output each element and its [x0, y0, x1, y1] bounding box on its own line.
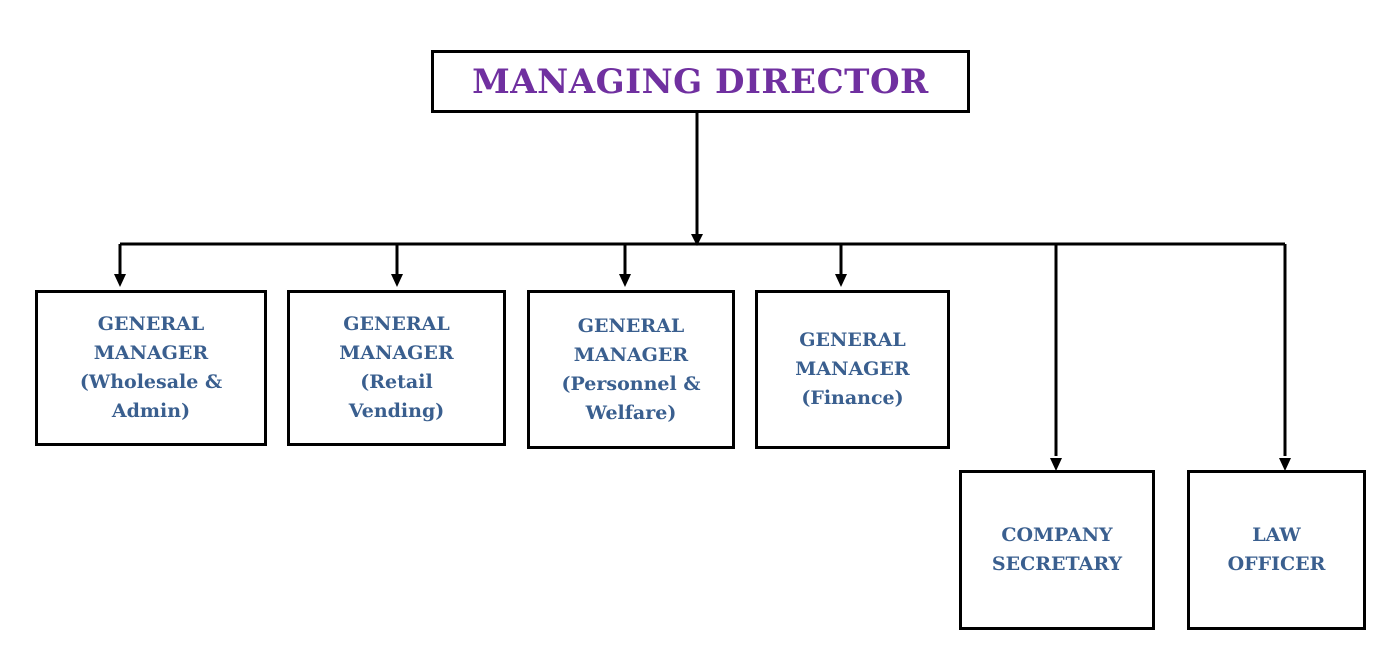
arrowhead-trunk: [691, 234, 703, 246]
law-officer-label: LAW OFFICER: [1227, 524, 1326, 575]
managing-director-box: MANAGING DIRECTOR: [431, 50, 970, 113]
gm-retail-vending-box: GENERAL MANAGER (Retail Vending): [287, 290, 506, 446]
gm-retail-vending-label: GENERAL MANAGER (Retail Vending): [339, 313, 454, 422]
gm-finance-label: GENERAL MANAGER (Finance): [795, 329, 910, 409]
gm-finance-box: GENERAL MANAGER (Finance): [755, 290, 950, 449]
gm-wholesale-admin-label: GENERAL MANAGER (Wholesale & Admin): [79, 313, 223, 422]
company-secretary-label: COMPANY SECRETARY: [991, 524, 1123, 575]
arrowhead-gm-retail: [391, 274, 403, 287]
arrowhead-law-officer: [1279, 458, 1291, 471]
managing-director-label: MANAGING DIRECTOR: [472, 61, 929, 102]
gm-personnel-welfare-label: GENERAL MANAGER (Personnel & Welfare): [561, 314, 701, 424]
arrowhead-gm-personnel: [619, 274, 631, 287]
arrowhead-company-secretary: [1050, 458, 1062, 471]
law-officer-box: LAW OFFICER: [1187, 470, 1366, 630]
gm-wholesale-admin-box: GENERAL MANAGER (Wholesale & Admin): [35, 290, 267, 446]
company-secretary-box: COMPANY SECRETARY: [959, 470, 1155, 630]
arrowhead-gm-wholesale: [114, 274, 126, 287]
gm-personnel-welfare-box: GENERAL MANAGER (Personnel & Welfare): [527, 290, 735, 449]
arrowhead-gm-finance: [835, 274, 847, 287]
